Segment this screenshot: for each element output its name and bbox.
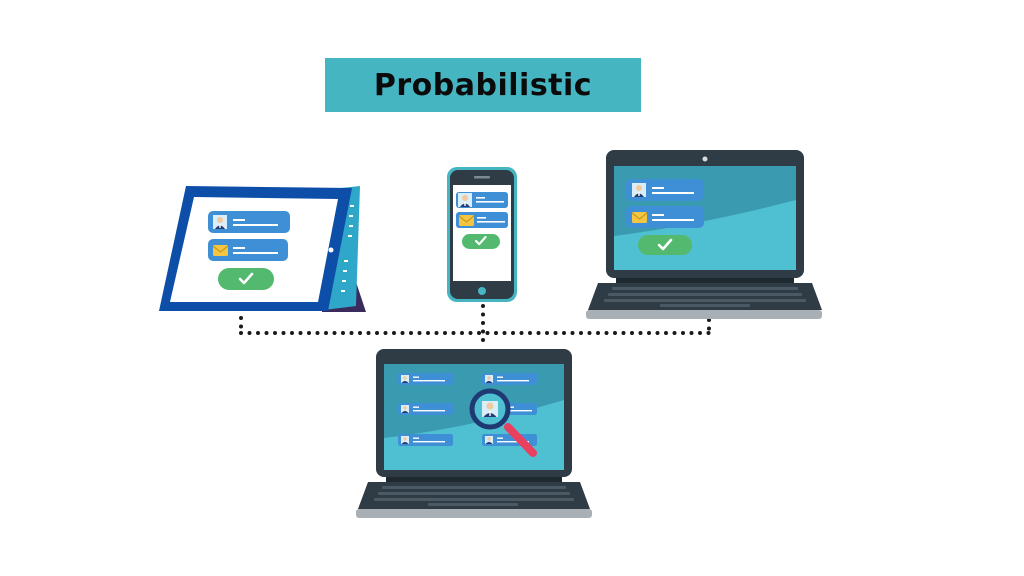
phone-device <box>447 167 517 302</box>
tablet-camera <box>328 247 334 253</box>
camera-dot-icon <box>702 156 708 162</box>
laptop-center <box>356 349 592 518</box>
home-button-icon <box>478 287 486 295</box>
tablet-device <box>159 186 366 312</box>
mail-icon <box>212 244 229 257</box>
user-profile-icon <box>213 215 227 229</box>
connector-lines <box>239 304 711 347</box>
diagram-title: Probabilistic <box>373 67 593 103</box>
title-banner: Probabilistic <box>325 58 641 112</box>
laptop-right <box>586 150 822 319</box>
magnifying-glass-icon <box>469 388 537 457</box>
